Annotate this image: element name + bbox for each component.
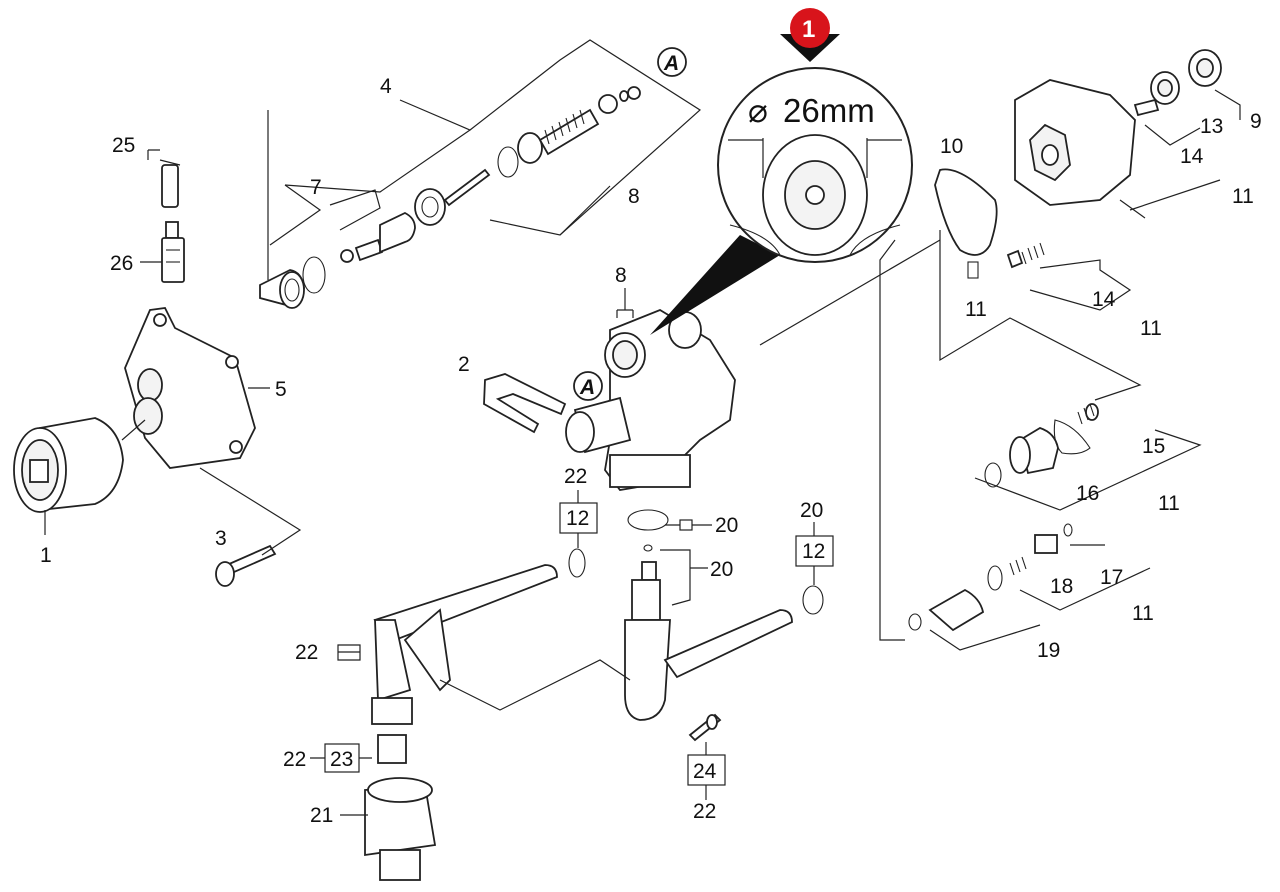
label-10: 10 <box>940 135 963 158</box>
label-11-c: 11 <box>1140 317 1162 340</box>
right-assembly <box>759 49 1241 651</box>
label-5: 5 <box>275 378 287 401</box>
housing-cover <box>124 307 270 469</box>
label-3: 3 <box>215 527 227 550</box>
label-20-c: 20 <box>800 499 823 522</box>
label-12-right: 12 <box>802 540 825 563</box>
label-8-body: 8 <box>615 264 627 287</box>
label-20-a: 20 <box>715 514 738 537</box>
label-4: 4 <box>380 75 392 98</box>
label-11-d: 11 <box>1158 492 1180 515</box>
label-22-low: 22 <box>283 748 306 771</box>
label-13: 13 <box>1200 115 1223 138</box>
diameter-value: 26mm <box>783 92 875 129</box>
label-20-b: 20 <box>710 558 733 581</box>
label-8-top: 8 <box>628 185 640 208</box>
valve-assembly: A <box>259 39 701 309</box>
label-26: 26 <box>110 252 133 275</box>
label-17: 17 <box>1100 566 1123 589</box>
screw-3 <box>199 467 302 587</box>
reference-marker-a-top: A <box>663 52 679 75</box>
label-12-left: 12 <box>566 507 589 530</box>
label-22-mid: 22 <box>295 641 318 664</box>
label-22-left: 22 <box>564 465 587 488</box>
label-23: 23 <box>330 748 353 771</box>
box-20-stub <box>679 519 693 531</box>
label-14-top: 14 <box>1180 145 1204 168</box>
callout-number: 1 <box>802 16 815 43</box>
label-22-right: 22 <box>693 800 716 823</box>
label-9: 9 <box>1250 110 1262 133</box>
label-16: 16 <box>1076 482 1099 505</box>
label-11-e: 11 <box>1132 602 1154 625</box>
label-19: 19 <box>1037 639 1060 662</box>
quick-coupling-nozzle <box>13 417 146 535</box>
part-labels: 4 8 7 25 26 5 1 3 2 8 10 11 9 13 14 11 1… <box>40 75 1262 827</box>
lower-parts <box>364 509 824 881</box>
label-21: 21 <box>310 804 333 827</box>
label-2: 2 <box>458 353 470 376</box>
label-11-a: 11 <box>965 298 987 321</box>
label-25: 25 <box>112 134 135 157</box>
label-18: 18 <box>1050 575 1073 598</box>
detail-callout: ⌀ 26mm 1 <box>650 8 913 335</box>
box-24 <box>687 754 726 786</box>
hose-assembly <box>107 10 276 283</box>
label-15: 15 <box>1142 435 1165 458</box>
reference-marker-a-body: A <box>579 376 595 399</box>
label-24: 24 <box>693 760 717 783</box>
label-7: 7 <box>310 176 322 199</box>
pump-head: A <box>483 308 736 491</box>
diameter-symbol: ⌀ <box>748 92 768 129</box>
label-14-mid: 14 <box>1092 288 1116 311</box>
label-11-b: 11 <box>1232 185 1254 208</box>
label-1: 1 <box>40 544 52 567</box>
